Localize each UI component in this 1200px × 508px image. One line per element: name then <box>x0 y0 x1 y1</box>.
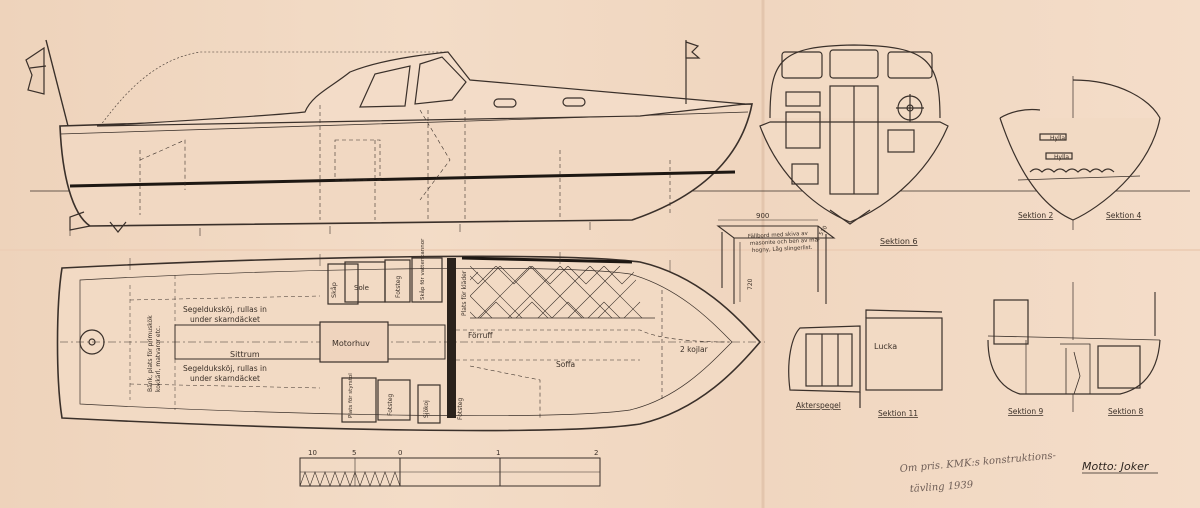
table-note-2: masonite och ben av ma- <box>750 237 820 247</box>
label-plats-styrstol: Plats för styrstol <box>348 373 354 418</box>
section-11 <box>788 309 943 408</box>
label-fotsteg-right: Fotsteg <box>457 398 464 420</box>
locker-styrstol <box>341 377 377 423</box>
scale-tick-1: 1 <box>496 449 500 457</box>
label-sektion-8: Sektion 8 <box>1108 407 1143 416</box>
label-fotsteg-bottom: Fotsteg <box>387 394 394 416</box>
canopy-outline <box>99 51 448 127</box>
dim-720: 720 <box>747 278 754 290</box>
label-segel-upper-2: under skarndäcket <box>190 315 260 324</box>
quilted-berth <box>470 266 651 318</box>
label-segel-lower: Segelduksköj, rullas in <box>183 364 267 373</box>
label-segel-lower-2: under skarndäcket <box>190 374 260 383</box>
cabin-window <box>359 65 411 108</box>
boot-top-line <box>69 170 736 188</box>
propeller <box>109 221 127 233</box>
section-9-8-hull <box>987 339 1161 395</box>
forward-cabin-edge <box>461 256 633 264</box>
label-hylla-2: Hylla <box>1054 154 1069 161</box>
table-note-3: hogny, Låg slingerlist. <box>752 244 813 254</box>
label-sektion-4: Sektion 4 <box>1106 211 1141 220</box>
pencil-note-line-2: tävling 1939 <box>909 480 974 495</box>
label-skap-top: Skåp för vattenkannor <box>419 238 426 300</box>
label-bank-2: kokkärl, matvaror etc. <box>155 326 162 392</box>
locker-skap <box>327 263 359 305</box>
label-skap: Skåp <box>329 282 338 298</box>
locker-sjokoj <box>417 384 441 424</box>
label-sole: Sole <box>354 284 369 292</box>
section-2-4-hull <box>999 117 1161 221</box>
label-soffa: Soffa <box>556 360 575 369</box>
scale-tick-2: 2 <box>594 449 598 457</box>
motto: Motto: Joker <box>1082 460 1150 473</box>
label-bank: Bänk, plats för primuskök <box>147 315 154 392</box>
table-top <box>716 225 836 239</box>
label-sjokoj: Sjökoj <box>423 400 430 418</box>
bulkhead <box>447 258 456 418</box>
cabin-outline <box>96 51 746 127</box>
burgee-flag <box>685 41 701 59</box>
scale-bar <box>299 457 601 487</box>
scale-tick-5: 5 <box>352 449 356 457</box>
engine-hatch <box>319 321 389 363</box>
label-hylla-1: Hylla <box>1050 135 1065 142</box>
label-fotsteg-top: Fotsteg <box>395 276 402 298</box>
ensign-flag <box>25 46 45 95</box>
scale-tick-10: 10 <box>308 449 317 457</box>
locker-skap-vatten <box>411 257 443 303</box>
label-sektion-11: Sektion 11 <box>878 409 918 418</box>
scale-tick-0: 0 <box>398 449 402 457</box>
dim-510: 510 <box>819 224 830 237</box>
label-sittrum: Sittrum <box>230 350 260 359</box>
locker-fotsteg <box>384 259 411 303</box>
table-sketch <box>716 219 836 304</box>
rudder <box>69 211 91 231</box>
transom-outline <box>788 325 861 393</box>
label-segel-upper: Segelduksköj, rullas in <box>183 305 267 314</box>
plan-labels: Segelduksköj, rullas in under skarndäcke… <box>147 238 709 420</box>
deck-plan <box>56 252 765 432</box>
porthole <box>562 97 586 107</box>
porthole <box>493 98 517 108</box>
label-kojlar: 2 kojlar <box>680 345 709 354</box>
section-2-4 <box>999 76 1161 230</box>
label-akterspegel: Akterspegel <box>796 401 841 410</box>
section-6 <box>759 44 949 225</box>
label-plats-klader: Plats för kläder <box>461 270 468 316</box>
cockpit-bench <box>174 324 446 360</box>
profile-view <box>25 39 1190 236</box>
locker-fotsteg-2 <box>377 379 411 421</box>
dim-900: 900 <box>756 212 769 220</box>
deck-outline <box>56 255 762 432</box>
section-9-8 <box>987 282 1161 412</box>
label-forruff: Förruff <box>468 331 493 340</box>
label-sektion-9: Sektion 9 <box>1008 407 1043 416</box>
label-motorhuv: Motorhuv <box>332 339 370 348</box>
table-note-1: Fällbord med skiva av <box>748 231 809 240</box>
stern-winch <box>79 329 105 355</box>
label-sektion-6: Sektion 6 <box>880 237 918 246</box>
pencil-note-line-1: Om pris. KMK:s konstruktions- <box>899 450 1057 475</box>
flagstaff <box>45 39 69 127</box>
label-lucka: Lucka <box>874 342 897 351</box>
section-6-cabin <box>769 44 941 119</box>
inner-coaming <box>79 267 733 417</box>
windscreen <box>414 56 467 105</box>
label-sektion-2: Sektion 2 <box>1018 211 1053 220</box>
